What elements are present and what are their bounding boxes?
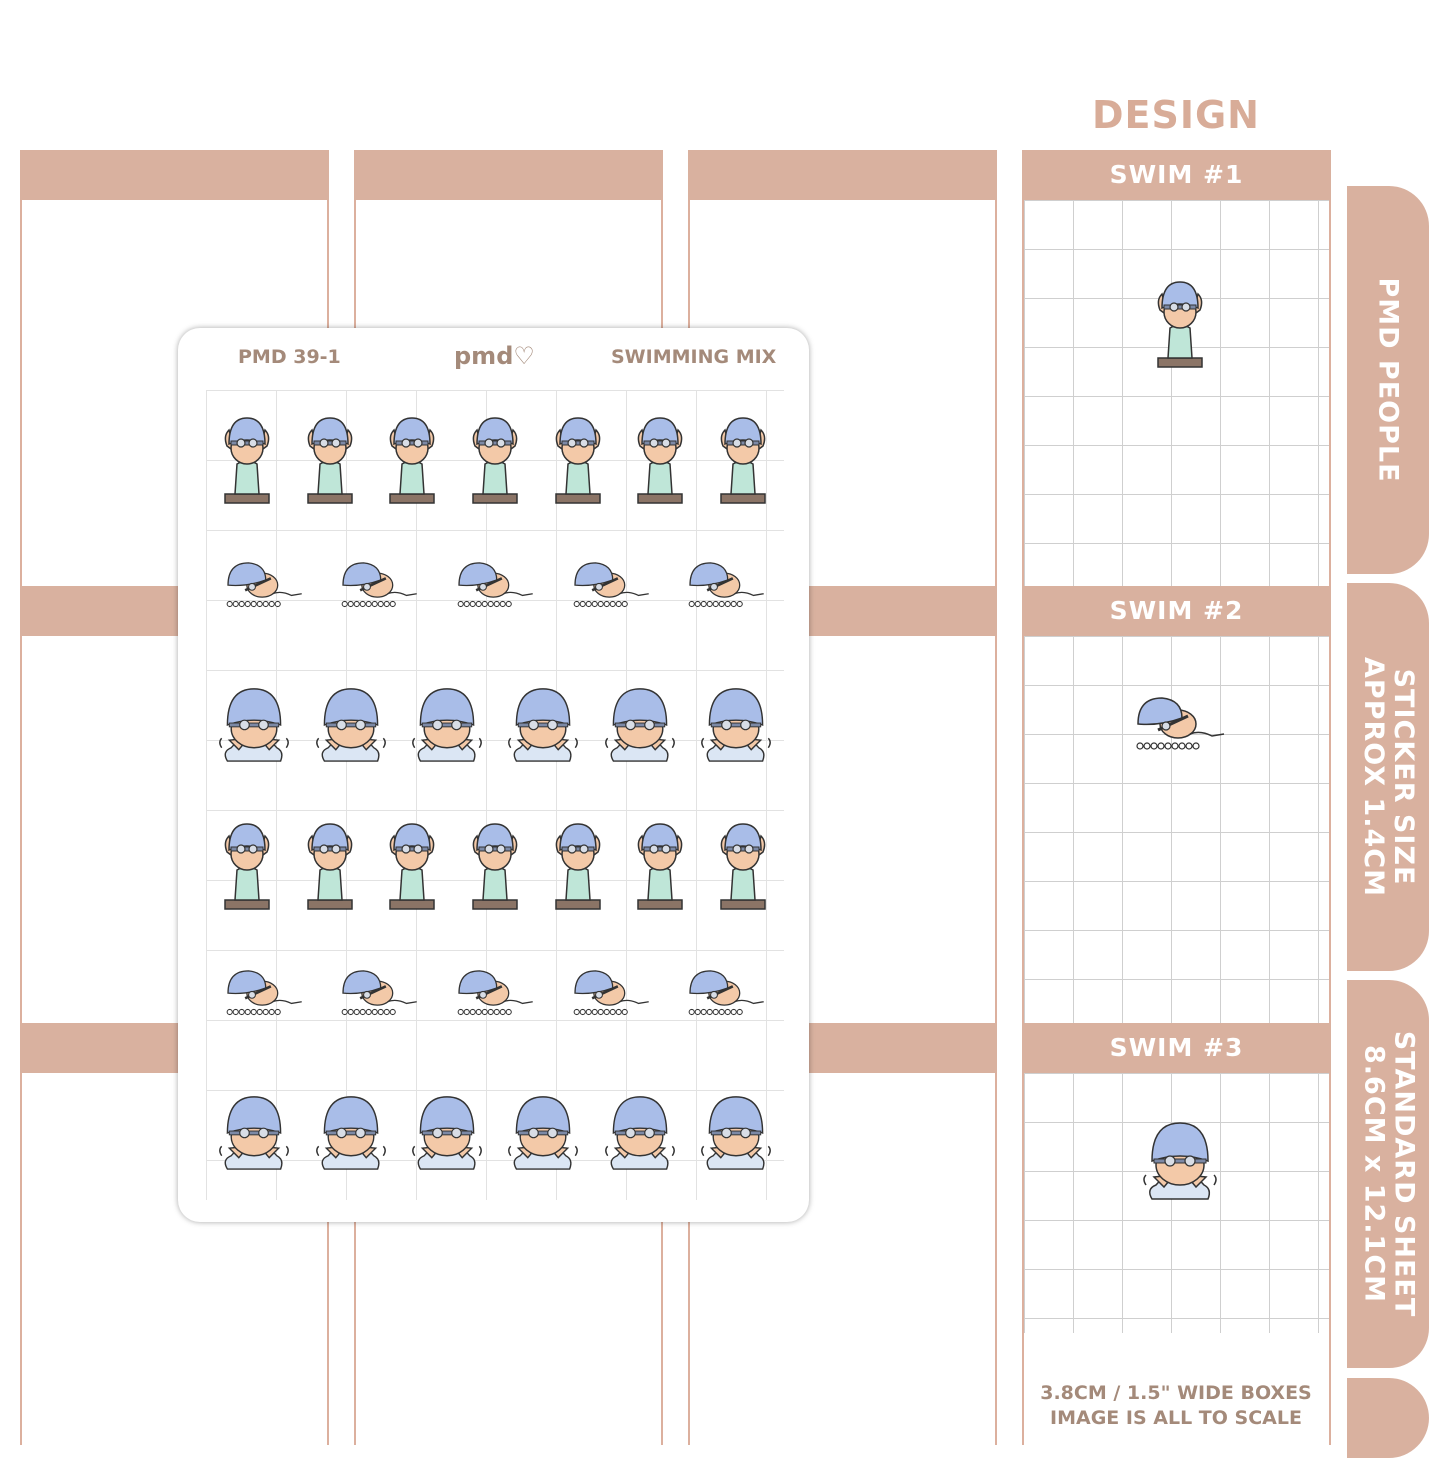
standing-swimmer-icon: [630, 812, 690, 912]
swim-3-header: SWIM #3: [1022, 1023, 1331, 1073]
standing-swimmer-icon: [548, 406, 608, 506]
swimming-swimmer-icon: [568, 964, 654, 1024]
side-tab-pmd-people: PMD PEOPLE: [1347, 186, 1429, 574]
sheet-brand-logo: pmd♡: [454, 342, 535, 370]
column-2-header: [354, 150, 663, 200]
splash-swimmer-icon: [505, 1088, 581, 1176]
sticker-sheet: PMD 39-1 pmd♡ SWIMMING MIX: [178, 328, 809, 1222]
splash-swimmer-icon: [409, 1088, 485, 1176]
standing-swimmer-icon: [548, 812, 608, 912]
swimming-swimmer-icon: [336, 556, 422, 616]
standing-swimmer-icon: [1157, 281, 1203, 368]
column-3-header: [688, 150, 997, 200]
swim-2-grid: [1024, 636, 1329, 1023]
swimming-swimmer-icon: [683, 556, 769, 616]
standing-swimmer-icon: [300, 406, 360, 506]
swim-1-label: SWIM #1: [1109, 160, 1244, 189]
splash-swimmer-icon: [216, 680, 292, 768]
swim-1-grid: [1024, 200, 1329, 586]
swim-3-preview: [1140, 1115, 1220, 1205]
standing-swimmer-icon: [217, 406, 277, 506]
swim-2-header: SWIM #2: [1022, 586, 1331, 636]
standing-swimmer-icon: [713, 812, 773, 912]
splash-swimmer-icon: [698, 1088, 774, 1176]
swimming-swimmer-icon: [683, 964, 769, 1024]
swim-2-label: SWIM #2: [1109, 596, 1244, 625]
standing-swimmer-icon: [300, 812, 360, 912]
splash-swimmer-icon: [313, 680, 389, 768]
splash-swimmer-icon: [409, 680, 485, 768]
standing-swimmer-icon: [465, 406, 525, 506]
side-tab-pmd-people-label: PMD PEOPLE: [1373, 277, 1404, 483]
footer-line-2: IMAGE IS ALL TO SCALE: [1050, 1407, 1302, 1429]
design-column: [1022, 150, 1331, 1445]
sheet-grid: [206, 390, 784, 1200]
swimming-swimmer-icon: [1136, 697, 1225, 750]
splash-swimmer-icon: [505, 680, 581, 768]
splash-swimmer-icon: [1143, 1122, 1217, 1200]
sticker-size-line-1: STICKER SIZE: [1388, 668, 1420, 886]
sheet-code: PMD 39-1: [238, 346, 341, 368]
splash-swimmer-icon: [602, 1088, 678, 1176]
standing-swimmer-icon: [382, 812, 442, 912]
standard-sheet-line-2: 8.6CM x 12.1CM: [1358, 1044, 1389, 1304]
footer-line-1: 3.8CM / 1.5" WIDE BOXES: [1040, 1382, 1312, 1404]
standard-sheet-line-1: STANDARD SHEET: [1388, 1030, 1419, 1318]
standing-swimmer-icon: [465, 812, 525, 912]
side-tab-extra: [1347, 1378, 1429, 1458]
swimming-swimmer-icon: [336, 964, 422, 1024]
swim-1-header: SWIM #1: [1022, 150, 1331, 200]
splash-swimmer-icon: [602, 680, 678, 768]
standing-swimmer-icon: [713, 406, 773, 506]
standing-swimmer-icon: [382, 406, 442, 506]
splash-swimmer-icon: [698, 680, 774, 768]
swim-1-preview: [1150, 270, 1210, 370]
sticker-size-line-2: APPROX 1.4CM: [1358, 657, 1390, 897]
column-1-header: [20, 150, 329, 200]
swim-3-grid: [1024, 1073, 1329, 1333]
swim-3-label: SWIM #3: [1109, 1033, 1244, 1062]
standing-swimmer-icon: [217, 812, 277, 912]
design-heading: DESIGN: [1091, 93, 1260, 137]
swim-2-preview: [1130, 690, 1230, 760]
sheet-title: SWIMMING MIX: [611, 346, 777, 368]
swimming-swimmer-icon: [452, 556, 538, 616]
swimming-swimmer-icon: [452, 964, 538, 1024]
splash-swimmer-icon: [216, 1088, 292, 1176]
splash-swimmer-icon: [313, 1088, 389, 1176]
standing-swimmer-icon: [630, 406, 690, 506]
swimming-swimmer-icon: [221, 556, 307, 616]
swimming-swimmer-icon: [568, 556, 654, 616]
swimming-swimmer-icon: [221, 964, 307, 1024]
